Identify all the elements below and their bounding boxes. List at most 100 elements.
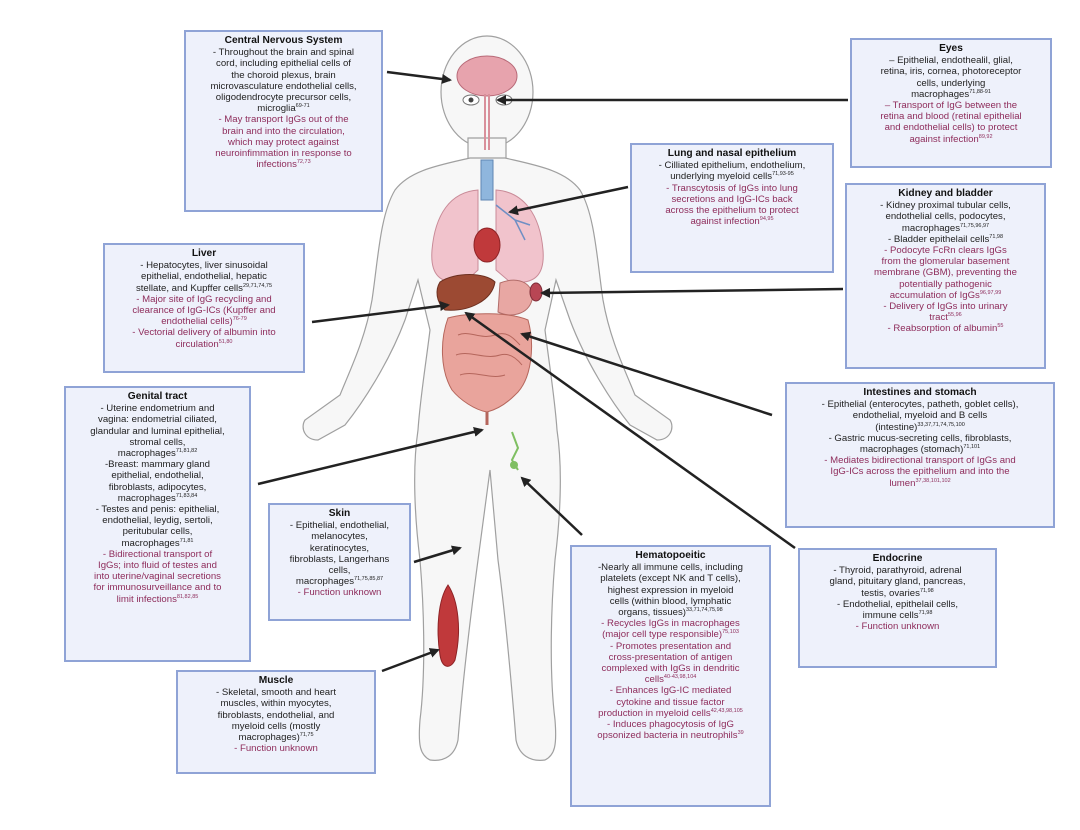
intestines-line-4-citation: 71,101: [963, 443, 981, 450]
intestines-line-7-citation: 37,38,101,102: [915, 477, 951, 484]
hemato-line-0: -Nearly all immune cells, including: [577, 562, 764, 573]
endocrine-line-3-text: - Endothelial, epithelail cells,: [836, 598, 959, 610]
muscle-line-4-citation: 71,75: [299, 731, 314, 738]
kidney-line-3: - Bladder epithelail cells71,98: [852, 234, 1039, 245]
skin-title: Skin: [328, 508, 351, 519]
kidney-line-2: macrophages71,75,96,97: [852, 223, 1039, 234]
cns-line-8-text: which may protect against: [228, 136, 339, 148]
hemato-line-5-text: - Recycles IgGs in macrophages: [601, 618, 740, 630]
skin-line-1: melanocytes,: [275, 531, 404, 542]
cns-line-10: infections72,73: [191, 159, 376, 170]
neck: [467, 137, 507, 161]
cns-line-1-text: cord, including epithelial cells of: [216, 58, 351, 70]
kidney-line-8: accumulation of IgGs96,97,99: [852, 290, 1039, 301]
kidney-line-1-text: endothelial cells, podocytes,: [885, 211, 1006, 223]
cns-line-2: the choroid plexus, brain: [191, 70, 376, 81]
brain-illustration: [456, 55, 518, 97]
box-skin: Skin- Epithelial, endothelial,melanocyte…: [268, 503, 411, 621]
endocrine-line-4-text: immune cells: [862, 610, 919, 622]
hemato-line-15-text: opsonized bacteria in neutrophils: [597, 730, 738, 742]
cns-line-6: - May transport IgGs out of the: [191, 114, 376, 125]
liver-line-0: - Hepatocytes, liver sinusoidal: [110, 260, 298, 271]
liver-line-4: clearance of IgG-ICs (Kupffer and: [110, 305, 298, 316]
eyes-line-6: and endothelial cells) to protect: [857, 122, 1045, 133]
endocrine-line-2-text: testis, ovaries: [861, 587, 920, 599]
nerve-node: [510, 461, 518, 469]
liver-line-1-text: epithelial, endothelial, hepatic: [141, 271, 267, 283]
lung-line-0: - Cilliated epithelium, endothelium,: [637, 160, 827, 171]
genital-line-2-text: glandular and luminal epithelial,: [90, 425, 225, 437]
genital-line-6-text: epithelial, endothelial,: [111, 470, 204, 482]
genital-line-2: glandular and luminal epithelial,: [71, 426, 244, 437]
genital-line-0-text: - Uterine endometrium and: [100, 403, 215, 415]
genital-line-4: macrophages71,81,82: [71, 448, 244, 459]
genital-line-13: - Bidirectional transport of: [71, 549, 244, 560]
hemato-line-10: cells40-43,98,104: [577, 674, 764, 685]
intestines-line-7-text: lumen: [889, 477, 916, 489]
lung-line-3: secretions and IgG-ICs back: [637, 194, 827, 205]
hemato-line-1: platelets (except NK and T cells),: [577, 573, 764, 584]
hemato-line-7: - Promotes presentation and: [577, 641, 764, 652]
arrow-intestines: [520, 331, 773, 417]
kidney-line-0-text: - Kidney proximal tubular cells,: [880, 200, 1011, 212]
hemato-line-4-citation: 33,71,74,75,98: [686, 606, 723, 613]
muscle-line-3-text: myeloid cells (mostly: [231, 720, 321, 732]
box-intestines-stomach: Intestines and stomach- Epithelial (ente…: [785, 382, 1055, 528]
muscle-line-1-text: muscles, within myocytes,: [220, 698, 332, 710]
lung-line-5: against infection94,95: [637, 216, 827, 227]
hemato-line-6-text: (major cell type responsible): [602, 629, 723, 641]
hemato-line-6-citation: 75,103: [722, 629, 739, 636]
skin-line-2-text: keratinocytes,: [309, 542, 370, 554]
skin-line-3: fibroblasts, Langerhans: [275, 554, 404, 565]
cns-line-4: oligodendrocyte precursor cells,: [191, 92, 376, 103]
hemato-line-2: highest expression in myeloid: [577, 585, 764, 596]
kidney-line-0: - Kidney proximal tubular cells,: [852, 200, 1039, 211]
left-pupil: [468, 97, 474, 103]
intestines-line-2-text: (intestine): [875, 421, 918, 433]
hemato-line-7-text: - Promotes presentation and: [609, 640, 732, 652]
liver-line-6: - Vectorial delivery of albumin into: [110, 327, 298, 338]
hemato-line-8: cross-presentation of antigen: [577, 652, 764, 663]
genital-line-8-citation: 71,83,84: [175, 492, 198, 499]
eyes-line-4: – Transport of IgG between the: [857, 100, 1045, 111]
skin-line-5-text: macrophages: [295, 576, 355, 588]
heart: [473, 227, 501, 263]
box-endocrine: Endocrine- Thyroid, parathyroid, adrenal…: [798, 548, 997, 668]
hemato-line-14-text: - Induces phagocytosis of IgG: [607, 719, 734, 731]
intestines-illustration: [441, 313, 532, 413]
hemato-line-10-citation: 40-43,98,104: [663, 674, 697, 681]
hemato-line-15-citation: 39: [737, 730, 744, 737]
hemato-line-13-citation: 42,43,98,105: [710, 707, 743, 714]
hemato-line-9: complexed with IgGs in dendritic: [577, 663, 764, 674]
cns-line-4-text: oligodendrocyte precursor cells,: [215, 92, 352, 104]
intestines-line-3: - Gastric mucus-secreting cells, fibrobl…: [792, 433, 1048, 444]
hemato-line-0-text: -Nearly all immune cells, including: [597, 562, 744, 574]
cns-line-0-text: - Throughout the brain and spinal: [212, 47, 355, 59]
genital-line-1: vagina: endometrial ciliated,: [71, 414, 244, 425]
genital-line-12-text: macrophages: [121, 537, 180, 549]
box-central-nervous-system: Central Nervous System- Throughout the b…: [184, 30, 383, 212]
genital-line-15: into uterine/vaginal secretions: [71, 571, 244, 582]
intestines-line-0-text: - Epithelial (enterocytes, patheth, gobl…: [821, 399, 1019, 411]
hemato-line-15: opsonized bacteria in neutrophils39: [577, 730, 764, 741]
lung-line-4-text: across the epithelium to protect: [665, 205, 799, 217]
intestines-line-3-text: - Gastric mucus-secreting cells, fibrobl…: [828, 432, 1012, 444]
eyes-line-1-text: retina, iris, cornea, photoreceptor: [880, 66, 1022, 78]
eyes-line-1: retina, iris, cornea, photoreceptor: [857, 66, 1045, 77]
genital-line-6: epithelial, endothelial,: [71, 470, 244, 481]
liver-line-6-text: - Vectorial delivery of albumin into: [132, 327, 276, 339]
kidney-line-10-citation: 55,96: [947, 312, 962, 319]
muscle-line-4: macrophages)71,75: [183, 732, 369, 743]
lung-line-0-text: - Cilliated epithelium, endothelium,: [658, 160, 806, 172]
kidney-line-5: from the glomerular basement: [852, 256, 1039, 267]
genital-line-17-citation: 81,82,85: [176, 593, 199, 600]
arrow-endocrine: [464, 311, 796, 550]
hemato-line-11: - Enhances IgG-IC mediated: [577, 685, 764, 696]
arrows: [257, 70, 848, 673]
kidney-line-4: - Podocyte FcRn clears IgGs: [852, 245, 1039, 256]
kidney-line-4-text: - Podocyte FcRn clears IgGs: [884, 245, 1007, 257]
hemato-line-6: (major cell type responsible)75,103: [577, 629, 764, 640]
genital-line-4-citation: 71,81,82: [175, 447, 198, 454]
endocrine-line-1-text: gland, pituitary gland, pancreas,: [829, 576, 966, 588]
